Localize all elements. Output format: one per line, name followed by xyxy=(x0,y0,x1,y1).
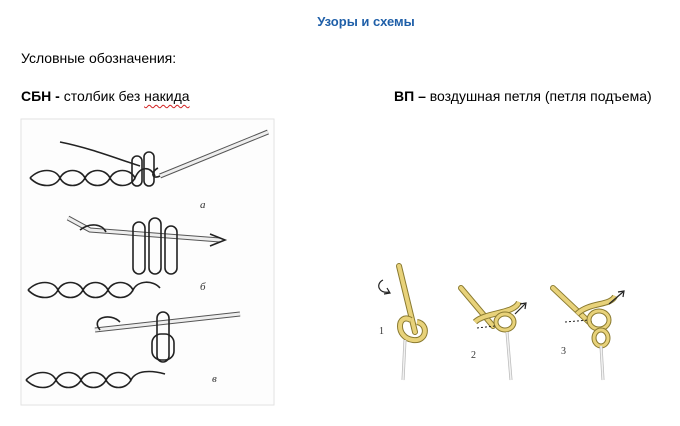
term-sbn-separator: - xyxy=(51,88,64,104)
page-title: Узоры и схемы xyxy=(317,14,415,29)
step-b-drawing xyxy=(27,215,228,299)
term-sbn-text: столбик без xyxy=(63,88,145,104)
chain-step-3-drawing xyxy=(550,285,625,381)
step-a-label: а xyxy=(200,199,206,211)
step-b-label: б xyxy=(200,281,206,293)
term-vp-abbr: ВП xyxy=(394,88,415,104)
single-crochet-illustration: а б в xyxy=(20,118,275,406)
term-vp-text: воздушная петля (петля подъема) xyxy=(429,88,652,104)
chain-stitch-illustration: 1 2 3 xyxy=(378,263,625,381)
legend-heading: Условные обозначения: xyxy=(21,50,177,66)
term-vp: ВП – воздушная петля (петля подъема) xyxy=(394,88,652,104)
term-sbn: СБН - столбик без накида xyxy=(21,88,190,104)
step-a-drawing xyxy=(29,129,269,187)
chain-step-2-label: 2 xyxy=(471,350,476,361)
chain-step-1-label: 1 xyxy=(379,326,384,337)
chain-step-2-drawing xyxy=(458,285,527,381)
term-sbn-abbr: СБН xyxy=(21,88,52,104)
term-vp-separator: – xyxy=(414,88,430,104)
chain-step-3-label: 3 xyxy=(561,346,566,357)
step-c-drawing xyxy=(25,311,241,389)
step-c-label: в xyxy=(212,373,217,385)
term-sbn-text-spellcheck: накида xyxy=(144,88,190,104)
chain-step-1-drawing xyxy=(378,263,428,381)
